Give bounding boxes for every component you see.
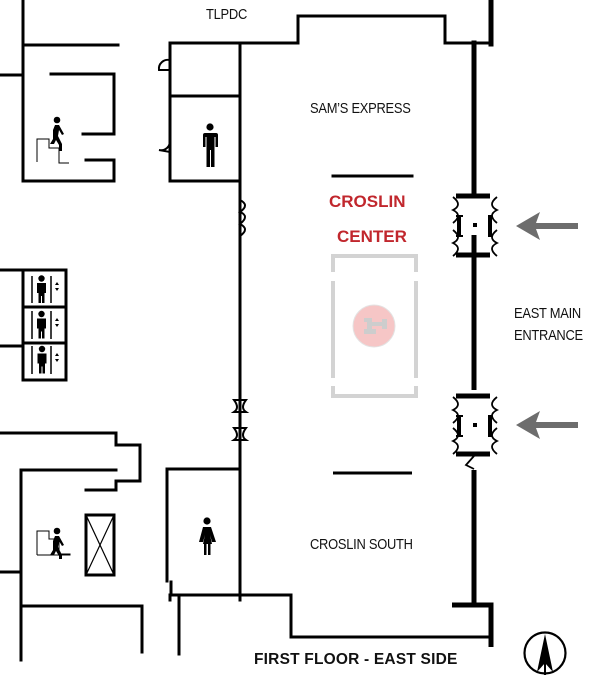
room-label-croslin-center-line2: CENTER: [337, 227, 407, 246]
elevator-icon: [31, 275, 59, 303]
mens-restroom-icon: [203, 123, 218, 167]
room-label-croslin-south: CROSLIN SOUTH: [310, 536, 413, 553]
entrance-vestibule-north: [450, 193, 500, 258]
entrance-arrow-icon: [516, 212, 578, 240]
corridor-doors-north: [237, 180, 246, 238]
stairs-icon: [36, 116, 69, 164]
entrance-label-line1: EAST MAIN: [514, 305, 581, 322]
entrance-label-line2: ENTRANCE: [514, 327, 583, 344]
elevator-bank: [0, 268, 68, 382]
room-label-tlpdc: TLPDC: [206, 6, 248, 23]
womens-restroom-icon: [199, 517, 216, 555]
elevator-icon: [31, 345, 59, 374]
elevator-icon: [31, 310, 59, 339]
wall-womens-restroom: [165, 467, 493, 656]
entrance-arrow-icon: [516, 411, 578, 439]
stage-outline: [331, 254, 418, 398]
door-swing: [158, 138, 172, 154]
wall-mens-restroom: [168, 14, 300, 602]
elevator-icon: [31, 275, 59, 374]
north-arrow-icon: [523, 631, 567, 675]
entrance-vestibule-south: [450, 393, 500, 470]
door-swing: [157, 58, 172, 71]
stairs-icon: [36, 527, 71, 559]
wall-stair-block-north: [0, 0, 120, 183]
map-title: FIRST FLOOR - EAST SIDE: [254, 651, 458, 668]
texas-tech-logo-icon: [352, 304, 396, 348]
room-label-croslin-center-line1: CROSLIN: [329, 192, 406, 211]
wall-stair-block-south: [0, 431, 144, 662]
corridor-doors-south: [230, 399, 250, 441]
room-label-sams-express: SAM’S EXPRESS: [310, 100, 411, 117]
wall-sams-express: [296, 0, 494, 199]
